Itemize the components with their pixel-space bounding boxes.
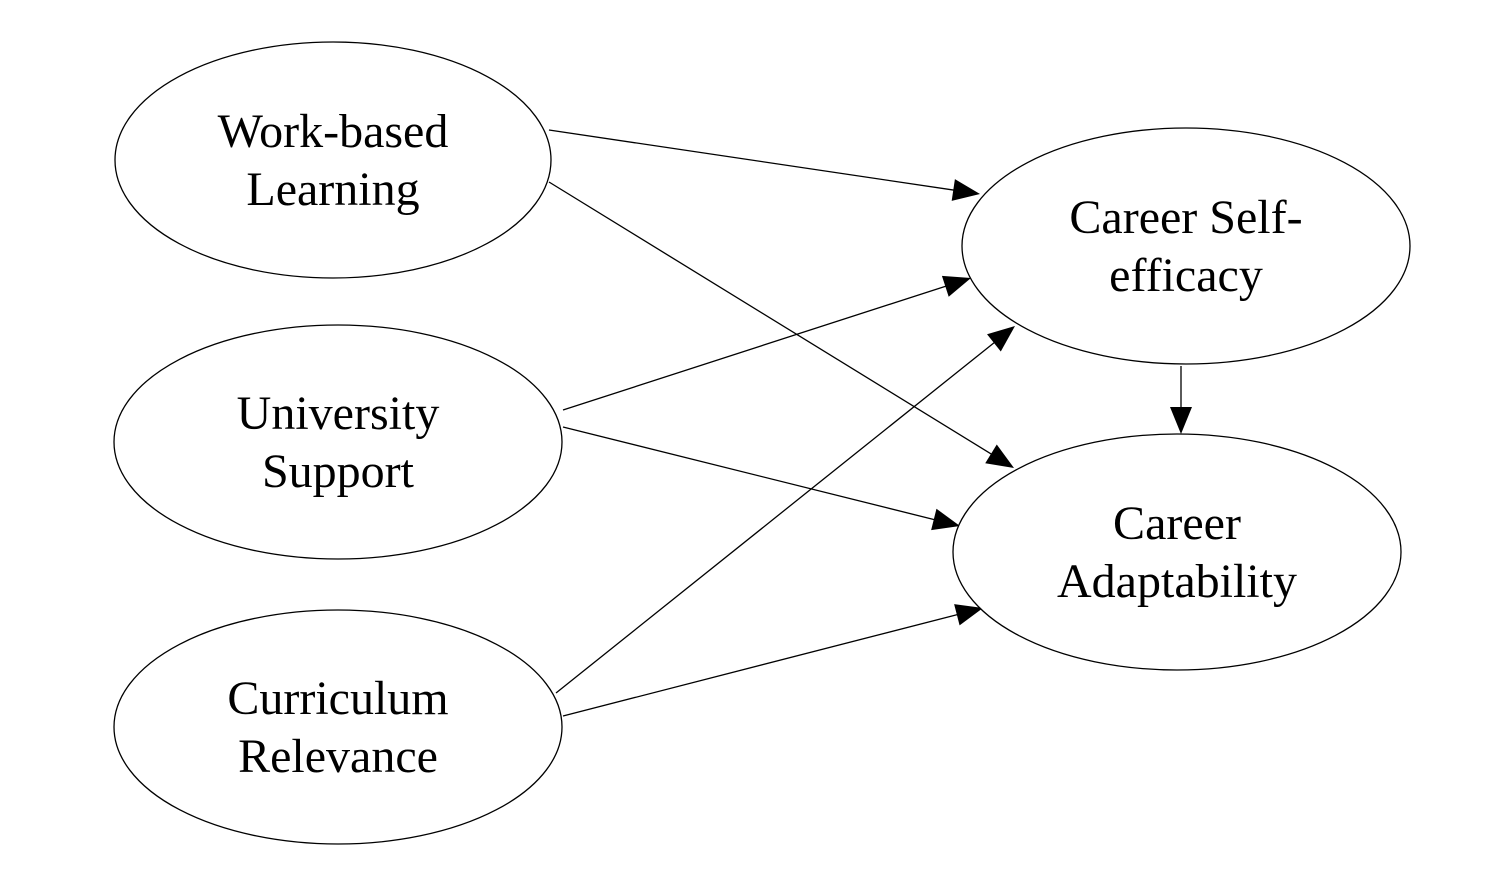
arrowhead-icon bbox=[931, 508, 960, 531]
edge-cr-ca bbox=[562, 604, 983, 717]
edge-line bbox=[548, 129, 956, 191]
edges-layer bbox=[548, 129, 1192, 717]
arrowhead-icon bbox=[987, 326, 1015, 352]
node-label-line: Work-based bbox=[218, 105, 449, 158]
edge-line bbox=[548, 181, 994, 456]
node-ellipse bbox=[113, 609, 563, 845]
edge-wbl-cse bbox=[548, 129, 980, 201]
edge-us-ca bbox=[562, 426, 960, 531]
node-label-line: Career bbox=[1113, 497, 1241, 550]
edge-cr-cse bbox=[555, 326, 1015, 694]
edge-cse-ca bbox=[1170, 366, 1192, 434]
arrowhead-icon bbox=[985, 444, 1014, 468]
node-label-line: Learning bbox=[246, 163, 419, 216]
node-label-line: Adaptability bbox=[1057, 555, 1297, 608]
edge-us-cse bbox=[562, 275, 971, 411]
node-ellipse bbox=[114, 41, 552, 279]
edge-line bbox=[562, 613, 959, 717]
edge-line bbox=[562, 426, 936, 521]
node-label-line: Curriculum bbox=[227, 672, 448, 725]
arrowhead-icon bbox=[941, 275, 971, 297]
edge-wbl-ca bbox=[548, 181, 1014, 468]
node-label-line: Support bbox=[262, 445, 415, 498]
arrowhead-icon bbox=[954, 604, 983, 626]
arrowhead-icon bbox=[951, 179, 980, 201]
edge-line bbox=[562, 285, 948, 411]
node-label-line: Career Self- bbox=[1069, 191, 1302, 244]
node-ellipse bbox=[113, 324, 563, 560]
node-label-line: efficacy bbox=[1109, 249, 1263, 302]
node-ellipse bbox=[961, 127, 1411, 365]
node-label-line: University bbox=[237, 387, 440, 440]
nodes-layer: Work-basedLearningUniversitySupportCurri… bbox=[113, 41, 1411, 845]
edge-line bbox=[555, 341, 996, 694]
node-cse: Career Self-efficacy bbox=[961, 127, 1411, 365]
arrowhead-icon bbox=[1170, 407, 1192, 434]
node-ellipse bbox=[952, 433, 1402, 671]
node-label-line: Relevance bbox=[238, 730, 438, 783]
